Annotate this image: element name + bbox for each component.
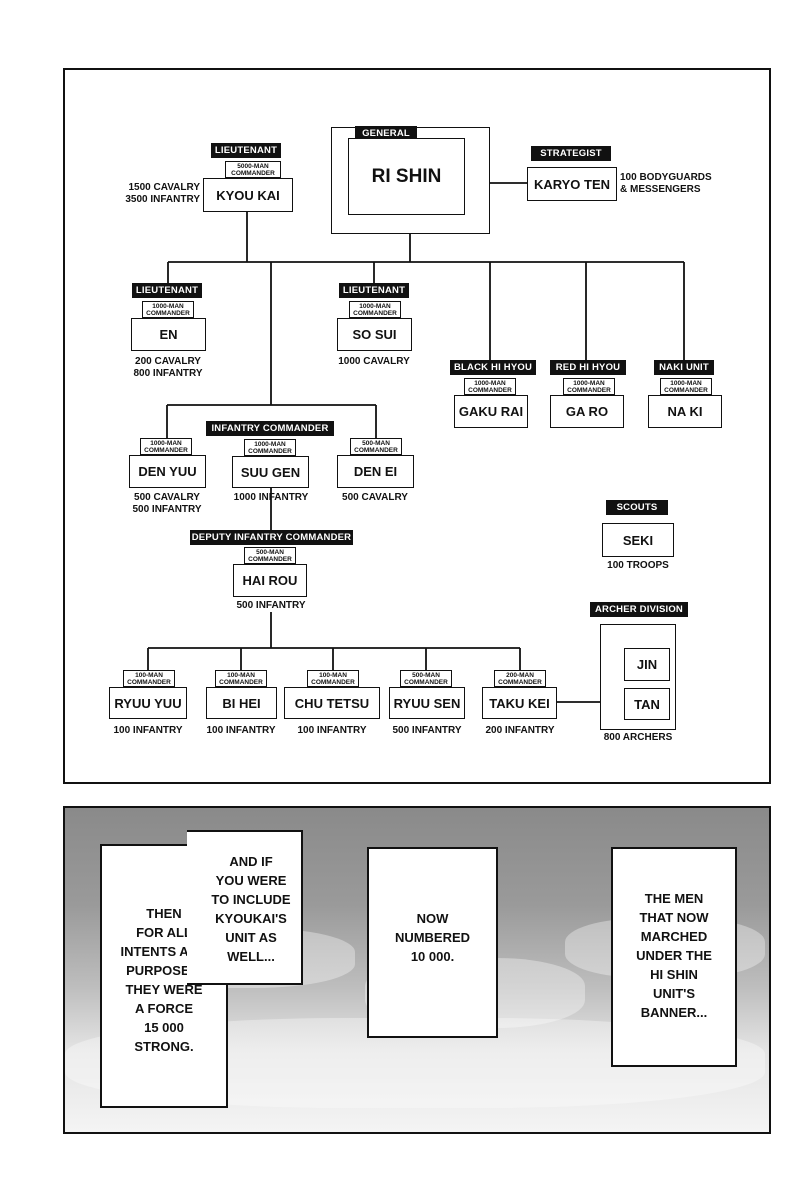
chutetsu-note: 100 INFANTRY [297,725,367,736]
narration-box-numbered: NOW NUMBERED 10 000. [367,847,498,1038]
takukei-name: TAKU KEI [482,687,557,719]
garo-name: GA RO [550,395,624,428]
scouts-note: 100 TROOPS [607,560,669,571]
general-tag: GENERAL [355,126,417,141]
archers-tag: ARCHER DIVISION [590,602,688,617]
garo-tag: RED HI HYOU [550,360,626,375]
archer-tan: TAN [624,688,670,720]
en-note: 200 CAVALRY 800 INFANTRY [133,356,203,379]
denei-note: 500 CAVALRY [342,492,408,503]
gakurai-name: GAKU RAI [454,395,528,428]
chutetsu-rank: 100-MAN COMMANDER [307,670,359,687]
naki-name: NA KI [648,395,722,428]
suugen-tag: INFANTRY COMMANDER [206,421,334,436]
hairou-rank: 500-MAN COMMANDER [244,547,296,564]
kyoukai-note: 1500 CAVALRY 3500 INFANTRY [125,182,200,205]
sosui-note: 1000 CAVALRY [338,356,410,367]
suugen-name: SUU GEN [232,456,309,488]
gakurai-rank: 1000-MAN COMMANDER [464,378,516,395]
narration-box-kyoukai: AND IF YOU WERE TO INCLUDE KYOUKAI'S UNI… [187,830,303,985]
kyoukai-name: KYOU KAI [203,178,293,212]
bihei-note: 100 INFANTRY [206,725,276,736]
garo-rank: 1000-MAN COMMANDER [563,378,615,395]
kyoukai-rank: 5000-MAN COMMANDER [225,161,281,178]
takukei-rank: 200-MAN COMMANDER [494,670,546,687]
denei-rank: 500-MAN COMMANDER [350,438,402,455]
sosui-name: SO SUI [337,318,412,351]
denyuu-name: DEN YUU [129,455,206,488]
ryuuyuu-rank: 100-MAN COMMANDER [123,670,175,687]
hairou-tag: DEPUTY INFANTRY COMMANDER [190,530,353,545]
en-name: EN [131,318,206,351]
suugen-note: 1000 INFANTRY [233,492,309,503]
denei-name: DEN EI [337,455,414,488]
strategist-tag: STRATEGIST [531,146,611,161]
scouts-tag: SCOUTS [606,500,668,515]
bihei-rank: 100-MAN COMMANDER [215,670,267,687]
archer-jin: JIN [624,648,670,681]
ryuusen-rank: 500-MAN COMMANDER [400,670,452,687]
kyoukai-tag: LIEUTENANT [211,143,281,158]
chutetsu-name: CHU TETSU [284,687,380,719]
naki-tag: NAKI UNIT [654,360,714,375]
ryuuyuu-name: RYUU YUU [109,687,187,719]
scouts-name: SEKI [602,523,674,557]
gakurai-tag: BLACK HI HYOU [450,360,536,375]
archers-note: 800 ARCHERS [603,732,673,743]
ryuusen-note: 500 INFANTRY [392,725,462,736]
en-tag: LIEUTENANT [132,283,202,298]
general-name: RI SHIN [348,138,465,215]
hairou-name: HAI ROU [233,564,307,597]
bihei-name: BI HEI [206,687,277,719]
denyuu-note: 500 CAVALRY 500 INFANTRY [132,492,202,515]
takukei-note: 200 INFANTRY [485,725,555,736]
suugen-rank: 1000-MAN COMMANDER [244,439,296,456]
denyuu-rank: 1000-MAN COMMANDER [140,438,192,455]
sosui-rank: 1000-MAN COMMANDER [349,301,401,318]
en-rank: 1000-MAN COMMANDER [142,301,194,318]
strategist-name: KARYO TEN [527,167,617,201]
hairou-note: 500 INFANTRY [236,600,306,611]
naki-rank: 1000-MAN COMMANDER [660,378,712,395]
ryuusen-name: RYUU SEN [389,687,465,719]
ryuuyuu-note: 100 INFANTRY [113,725,183,736]
strategist-note: 100 BODYGUARDS & MESSENGERS [620,172,712,195]
sosui-tag: LIEUTENANT [339,283,409,298]
narration-box-banner: THE MEN THAT NOW MARCHED UNDER THE HI SH… [611,847,737,1067]
